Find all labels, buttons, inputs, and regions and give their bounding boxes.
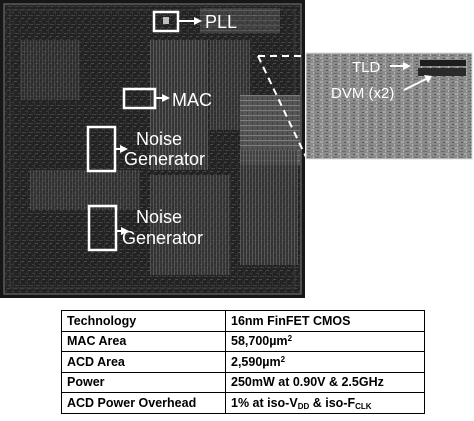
noise-generator-marker-2: Noise Generator — [87, 204, 203, 252]
noise-generator-marker-1: Noise Generator — [86, 125, 205, 173]
pll-marker: PLL — [152, 10, 237, 33]
row-label: Power — [61, 371, 226, 393]
table-row: MAC Area 58,700µm2 — [61, 330, 425, 352]
row-value: 2,590µm2 — [225, 351, 425, 373]
die-background — [0, 0, 305, 298]
chip-specification-table: Technology 16nm FinFET CMOS MAC Area 58,… — [61, 310, 425, 414]
dvm-marker: DVM (x2) — [331, 75, 432, 102]
noise-generator-label-2: Noise Generator — [122, 207, 203, 248]
noise-generator-label-1: Noise Generator — [124, 129, 205, 169]
tld-marker: TLD — [352, 59, 411, 76]
table-row: Technology 16nm FinFET CMOS — [61, 310, 425, 332]
chip-die-micrograph: PLL MAC Noise Generator Noise Generator … — [0, 0, 473, 298]
dvm-label: DVM (x2) — [331, 85, 394, 102]
pll-label: PLL — [205, 12, 237, 32]
row-label: MAC Area — [61, 330, 226, 352]
row-value: 58,700µm2 — [225, 330, 425, 352]
mac-marker: MAC — [122, 87, 212, 110]
row-label: Technology — [61, 310, 226, 332]
row-value: 250mW at 0.90V & 2.5GHz — [225, 371, 425, 393]
mac-label: MAC — [172, 90, 212, 110]
row-label: ACD Area — [61, 351, 226, 373]
table-row: ACD Power Overhead 1% at iso-VDD & iso-F… — [61, 392, 425, 414]
row-label: ACD Power Overhead — [61, 392, 226, 414]
row-value: 1% at iso-VDD & iso-FCLK — [225, 392, 425, 414]
zoom-callout — [257, 52, 473, 160]
table-row: Power 250mW at 0.90V & 2.5GHz — [61, 371, 425, 393]
row-value: 16nm FinFET CMOS — [225, 310, 425, 332]
tld-label: TLD — [352, 59, 381, 76]
table-row: ACD Area 2,590µm2 — [61, 351, 425, 373]
